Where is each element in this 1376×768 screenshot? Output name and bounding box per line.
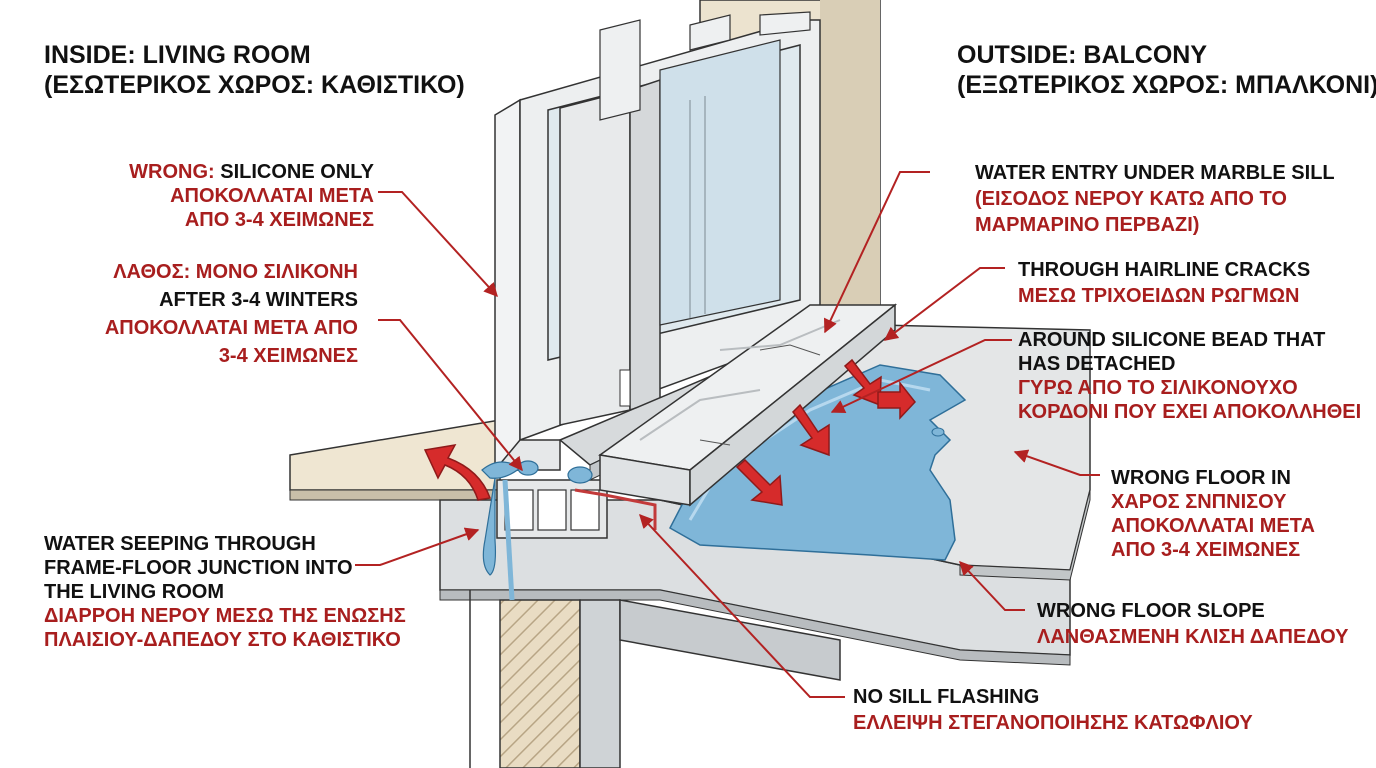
hairline-en: THROUGH HAIRLINE CRACKS — [1018, 259, 1311, 281]
water-entry-annotation: WATER ENTRY UNDER MARBLE SILL (ΕΙΣΟΔΟΣ Ν… — [975, 160, 1335, 238]
flow-arrow-4 — [877, 380, 916, 420]
seeping-gr2: ΠΛΑΙΣΙΟΥ-ΔΑΠΕΔΟΥ ΣΤΟ ΚΑΘΙΣΤΙΚΟ — [44, 629, 401, 651]
slope-gr: ΛΑΝΘΑΣΜΕΝΗ ΚΛΙΣΗ ΔΑΠΕΔΟΥ — [1037, 626, 1349, 648]
water-seepage — [481, 460, 593, 601]
lathos-gr1: ΑΠΟΚΟΛΛΑΤΑΙ ΜΕΤΑ ΑΠΟ — [104, 317, 358, 339]
wrong-floor-gr1: ΧΑΡΟΣ ΣΝΠΝΙΣΟΥ — [1111, 491, 1287, 513]
lathos-title: ΛΑΘΟΣ: ΜΟΝΟ ΣΙΛΙΚΟΝΗ — [113, 261, 358, 283]
bead-gr1: ΓΥΡΩ ΑΠΟ ΤΟ ΣΙΛΙΚΟΝΟΥΧΟ — [1018, 377, 1298, 399]
annotation-leaders — [355, 171, 1100, 698]
wrong-floor-annotation: WRONG FLOOR IN ΧΑΡΟΣ ΣΝΠΝΙΣΟΥ ΑΠΟΚΟΛΛΑΤΑ… — [1111, 466, 1315, 562]
inside-heading-line1: INSIDE: LIVING ROOM — [44, 41, 311, 69]
sill-flashing-annotation: NO SILL FLASHING ΕΛΛΕΙΨΗ ΣΤΕΓΑΝΟΠΟΙΗΣΗΣ … — [853, 684, 1253, 736]
wrong-floor-gr3: ΑΠΟ 3-4 ΧΕΙΜΩΝΕΣ — [1111, 539, 1301, 561]
flashing-en: NO SILL FLASHING — [853, 686, 1040, 708]
seeping-gr1: ΔΙΑΡΡΟΗ ΝΕΡΟΥ ΜΕΣΩ ΤΗΣ ΕΝΩΣΗΣ — [44, 605, 406, 627]
marble-sill — [598, 303, 898, 507]
seeping-en1: WATER SEEPING THROUGH — [44, 533, 316, 555]
upward-flow-arrow — [423, 444, 492, 501]
seeping-annotation: WATER SEEPING THROUGH FRAME-FLOOR JUNCTI… — [44, 532, 406, 652]
seeping-en2: FRAME-FLOOR JUNCTION INTO — [44, 557, 353, 579]
lathos-en: AFTER 3-4 WINTERS — [159, 289, 358, 311]
interior-floor — [289, 419, 501, 501]
wrong-silicone-gr2: ΑΠΟ 3-4 ΧΕΙΜΩΝΕΣ — [184, 209, 374, 231]
seeping-en3: THE LIVING ROOM — [44, 581, 224, 603]
wrong-silicone-gr1: ΑΠΟΚΟΛΛΑΤΑΙ ΜΕΤΑ — [170, 185, 374, 207]
wrong-floor-gr2: ΑΠΟΚΟΛΛΑΤΑΙ ΜΕΤΑ — [1111, 515, 1315, 537]
inside-heading-line2: (ΕΣΩΤΕΡΙΚΟΣ ΧΩΡΟΣ: ΚΑΘΙΣΤΙΚΟ) — [44, 71, 465, 99]
hairline-gr: ΜΕΣΩ ΤΡΙΧΟΕΙΔΩΝ ΡΩΓΜΩΝ — [1018, 285, 1300, 307]
floor-slope-annotation: WRONG FLOOR SLOPE ΛΑΝΘΑΣΜΕΝΗ ΚΛΙΣΗ ΔΑΠΕΔ… — [1037, 598, 1349, 650]
wrong-silicone-text: SILICONE ONLY — [214, 161, 374, 183]
lathos-gr2: 3-4 ΧΕΙΜΩΝΕΣ — [218, 345, 358, 367]
outside-heading-line1: OUTSIDE: BALCONY — [957, 41, 1207, 69]
inside-heading: INSIDE: LIVING ROOM (ΕΣΩΤΕΡΙΚΟΣ ΧΩΡΟΣ: Κ… — [44, 40, 465, 100]
flow-arrow-1 — [735, 458, 783, 506]
wrong-prefix: WRONG: — [129, 161, 215, 183]
slope-en: WRONG FLOOR SLOPE — [1037, 600, 1265, 622]
water-entry-gr1: (ΕΙΣΟΔΟΣ ΝΕΡΟΥ ΚΑΤΩ ΑΠΟ ΤΟ — [975, 188, 1287, 210]
bead-en1: AROUND SILICONE BEAD THAT — [1018, 329, 1326, 351]
wrong-silicone-en: WRONG: SILICONE ONLY — [129, 160, 374, 184]
hairline-annotation: THROUGH HAIRLINE CRACKS ΜΕΣΩ ΤΡΙΧΟΕΙΔΩΝ … — [1018, 257, 1310, 309]
bead-gr2: ΚΟΡΔΟΝΙ ΠΟΥ ΕΧΕΙ ΑΠΟΚΟΛΛΗΘΕΙ — [1018, 401, 1362, 423]
silicone-bead-annotation: AROUND SILICONE BEAD THAT HAS DETACHED Γ… — [1018, 328, 1361, 424]
wrong-silicone-annotation: WRONG: SILICONE ONLY ΑΠΟΚΟΛΛΑΤΑΙ ΜΕΤΑ ΑΠ… — [129, 160, 374, 232]
window-frame — [494, 11, 821, 471]
flow-arrow-2 — [792, 403, 830, 457]
flashing-gr: ΕΛΛΕΙΨΗ ΣΤΕΓΑΝΟΠΟΙΗΣΗΣ ΚΑΤΩΦΛΙΟΥ — [853, 712, 1253, 734]
flashing-gap-line — [574, 488, 657, 530]
bead-en2: HAS DETACHED — [1018, 353, 1176, 375]
lathos-annotation: ΛΑΘΟΣ: ΜΟΝΟ ΣΙΛΙΚΟΝΗ AFTER 3-4 WINTERS Α… — [105, 258, 358, 370]
outside-heading-line2: (ΕΞΩΤΕΡΙΚΟΣ ΧΩΡΟΣ: ΜΠΑΛΚΟΝΙ) — [957, 71, 1376, 99]
water-entry-gr2: ΜΑΡΜΑΡΙΝΟ ΠΕΡΒΑΖΙ) — [975, 214, 1200, 236]
water-entry-en: WATER ENTRY UNDER MARBLE SILL — [975, 162, 1335, 184]
outside-heading: OUTSIDE: BALCONY (ΕΞΩΤΕΡΙΚΟΣ ΧΩΡΟΣ: ΜΠΑΛ… — [957, 40, 1376, 100]
wrong-floor-en: WRONG FLOOR IN — [1111, 467, 1291, 489]
